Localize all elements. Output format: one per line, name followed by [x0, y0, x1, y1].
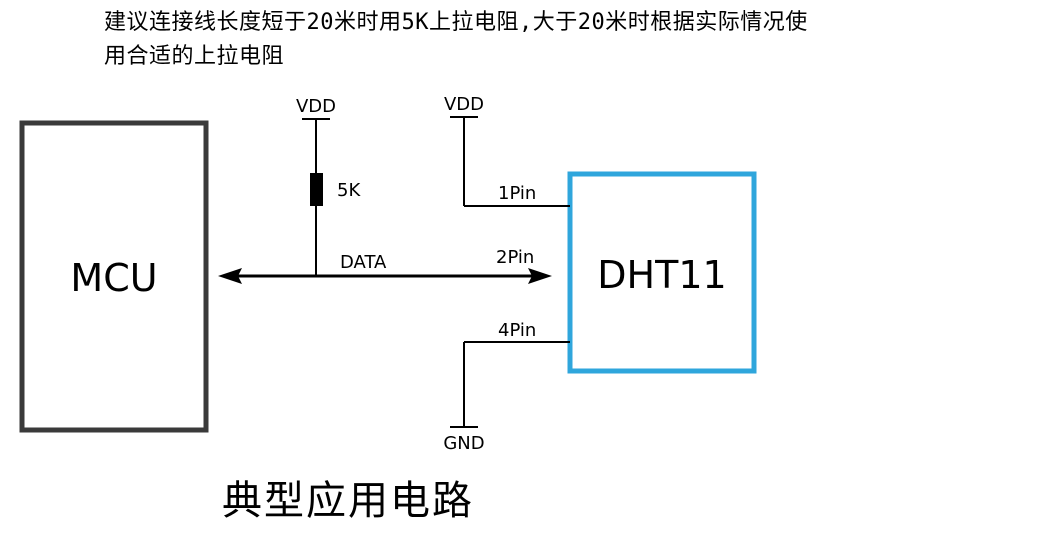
dht11-block	[567, 171, 757, 374]
gnd-label: GND	[443, 433, 484, 454]
vdd-left-label: VDD	[296, 96, 336, 117]
pin4-label: 4Pin	[498, 320, 536, 341]
note-line-2: 用合适的上拉电阻	[104, 44, 285, 69]
data-arrow-left	[218, 268, 242, 284]
diagram-caption: 典型应用电路	[222, 478, 474, 524]
mcu-label: MCU	[70, 256, 157, 300]
vdd-right-label: VDD	[444, 94, 484, 115]
resistor-value-label: 5K	[337, 180, 361, 201]
data-arrow-right	[528, 268, 552, 284]
dht11-label: DHT11	[597, 253, 726, 297]
pin1-label: 1Pin	[498, 183, 536, 204]
data-label: DATA	[340, 252, 387, 273]
note-line-1: 建议连接线长度短于20米时用5K上拉电阻,大于20米时根据实际情况使	[104, 10, 808, 35]
pin2-label: 2Pin	[496, 247, 534, 268]
description-note: 建议连接线长度短于20米时用5K上拉电阻,大于20米时根据实际情况使 用合适的上…	[104, 6, 1049, 74]
mcu-block	[19, 120, 209, 433]
pullup-resistor	[310, 173, 323, 206]
